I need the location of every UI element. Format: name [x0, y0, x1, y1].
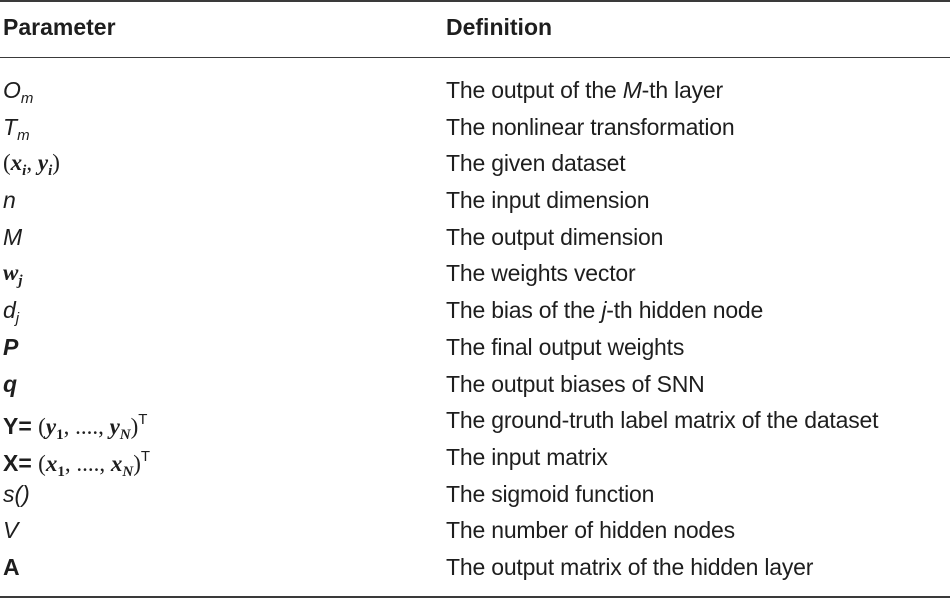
param-cell: X= (x1, ...., xN)T: [3, 447, 151, 480]
table-row: A The output matrix of the hidden layer: [0, 549, 950, 586]
definition-cell: The output of the M-th layer: [446, 77, 723, 103]
param-cell: V: [3, 517, 19, 544]
definition-cell: The final output weights: [446, 333, 685, 360]
table-row: P The final output weights: [0, 329, 950, 366]
table-row: (xi, yi) The given dataset: [0, 145, 950, 182]
definition-cell: The weights vector: [446, 260, 636, 287]
table-row: s() The sigmoid function: [0, 476, 950, 513]
table-row: Y= (y1, ...., yN)T The ground-truth labe…: [0, 402, 950, 443]
definition-cell: The ground-truth label matrix of the dat…: [446, 407, 879, 434]
table-row: Om The output of the M-th layer: [0, 72, 950, 109]
table-row: V The number of hidden nodes: [0, 512, 950, 549]
header-definition: Definition: [446, 14, 553, 40]
param-cell: wj: [3, 260, 23, 290]
table-top-rule: [0, 0, 950, 2]
table-body: Om The output of the M-th layer Tm The n…: [0, 72, 950, 586]
table-header-row: Parameter Definition: [0, 14, 950, 48]
definition-cell: The given dataset: [446, 150, 626, 177]
param-cell: n: [3, 187, 16, 214]
param-cell: Om: [3, 77, 34, 107]
definition-cell: The input dimension: [446, 187, 650, 214]
table-row: Tm The nonlinear transformation: [0, 109, 950, 146]
param-cell: Tm: [3, 113, 30, 144]
definition-cell: The number of hidden nodes: [446, 517, 735, 544]
table-row: n The input dimension: [0, 182, 950, 219]
param-cell: Y= (y1, ...., yN)T: [3, 411, 148, 444]
definition-cell: The sigmoid function: [446, 480, 655, 507]
table-bottom-rule: [0, 596, 950, 598]
table-row: wj The weights vector: [0, 255, 950, 292]
param-cell: M: [3, 223, 23, 250]
table-header-rule: [0, 57, 950, 58]
table-row: M The output dimension: [0, 219, 950, 256]
definition-cell: The nonlinear transformation: [446, 113, 735, 140]
table-row: X= (x1, ...., xN)T The input matrix: [0, 439, 950, 480]
table-row: q The output biases of SNN: [0, 366, 950, 403]
definition-cell: The input matrix: [446, 443, 608, 470]
definition-cell: The output matrix of the hidden layer: [446, 553, 814, 580]
param-cell: q: [3, 370, 18, 397]
param-cell: P: [3, 333, 19, 360]
header-parameter: Parameter: [3, 14, 116, 40]
table-row: dj The bias of the j-th hidden node: [0, 292, 950, 329]
param-cell: s(): [3, 480, 30, 507]
definition-cell: The output biases of SNN: [446, 370, 705, 397]
param-cell: A: [3, 553, 20, 580]
definition-cell: The output dimension: [446, 223, 664, 250]
definition-cell: The bias of the j-th hidden node: [446, 297, 764, 324]
param-cell: dj: [3, 297, 20, 328]
param-cell: (xi, yi): [3, 150, 60, 180]
